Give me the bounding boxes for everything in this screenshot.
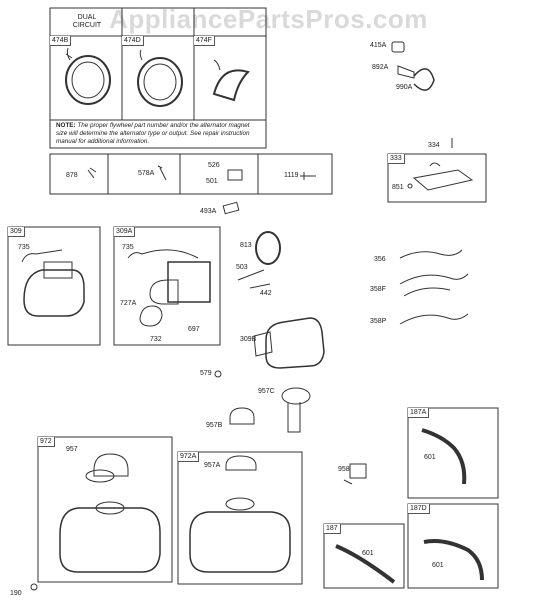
part-601-c: 601: [432, 562, 444, 569]
part-579: 579: [200, 370, 212, 377]
part-309B: 309B: [240, 336, 257, 343]
part-601-b: 601: [362, 550, 374, 557]
part-957A: 957A: [204, 462, 221, 469]
part-732: 732: [150, 336, 162, 343]
part-851: 851: [392, 184, 404, 191]
part-957: 957: [66, 446, 78, 453]
note-text: The proper flywheel part number and/or t…: [56, 122, 250, 145]
part-735: 735: [18, 244, 30, 251]
watermark: AppliancePartsPros.com: [109, 4, 428, 34]
part-356: 356: [374, 256, 386, 263]
part-578A: 578A: [138, 170, 155, 177]
callout-474B: 474B: [50, 36, 72, 46]
part-415A: 415A: [370, 42, 387, 49]
part-957B: 957B: [206, 422, 223, 429]
part-442: 442: [260, 290, 272, 297]
group-187: 187: [324, 524, 341, 534]
part-892A: 892A: [372, 64, 389, 71]
part-735-a: 735: [122, 244, 134, 251]
part-958: 958: [338, 466, 350, 473]
part-526: 526: [208, 162, 220, 169]
group-972A: 972A: [178, 452, 200, 462]
part-493A: 493A: [200, 208, 217, 215]
part-990A: 990A: [396, 84, 413, 91]
part-697: 697: [188, 326, 200, 333]
part-601-a: 601: [424, 454, 436, 461]
part-358P: 358P: [370, 318, 387, 325]
alternator-note: NOTE: The proper flywheel part number an…: [56, 122, 262, 146]
group-309A: 309A: [114, 227, 136, 237]
callout-474F: 474F: [194, 36, 215, 46]
part-358F: 358F: [370, 286, 386, 293]
group-972: 972: [38, 437, 55, 447]
part-503: 503: [236, 264, 248, 271]
part-190: 190: [10, 590, 22, 597]
part-813: 813: [240, 242, 252, 249]
callout-474D: 474D: [122, 36, 144, 46]
group-309: 309: [8, 227, 25, 237]
group-187D: 187D: [408, 504, 430, 514]
dual-circuit-header: DUAL CIRCUIT: [72, 14, 102, 29]
part-1119: 1119: [284, 172, 299, 179]
group-333: 333: [388, 154, 405, 164]
group-187A: 187A: [408, 408, 430, 418]
part-957C: 957C: [258, 388, 275, 395]
note-label: NOTE:: [56, 122, 76, 129]
part-501: 501: [206, 178, 218, 185]
part-727A: 727A: [120, 300, 137, 307]
part-878: 878: [66, 172, 78, 179]
part-334: 334: [428, 142, 440, 149]
